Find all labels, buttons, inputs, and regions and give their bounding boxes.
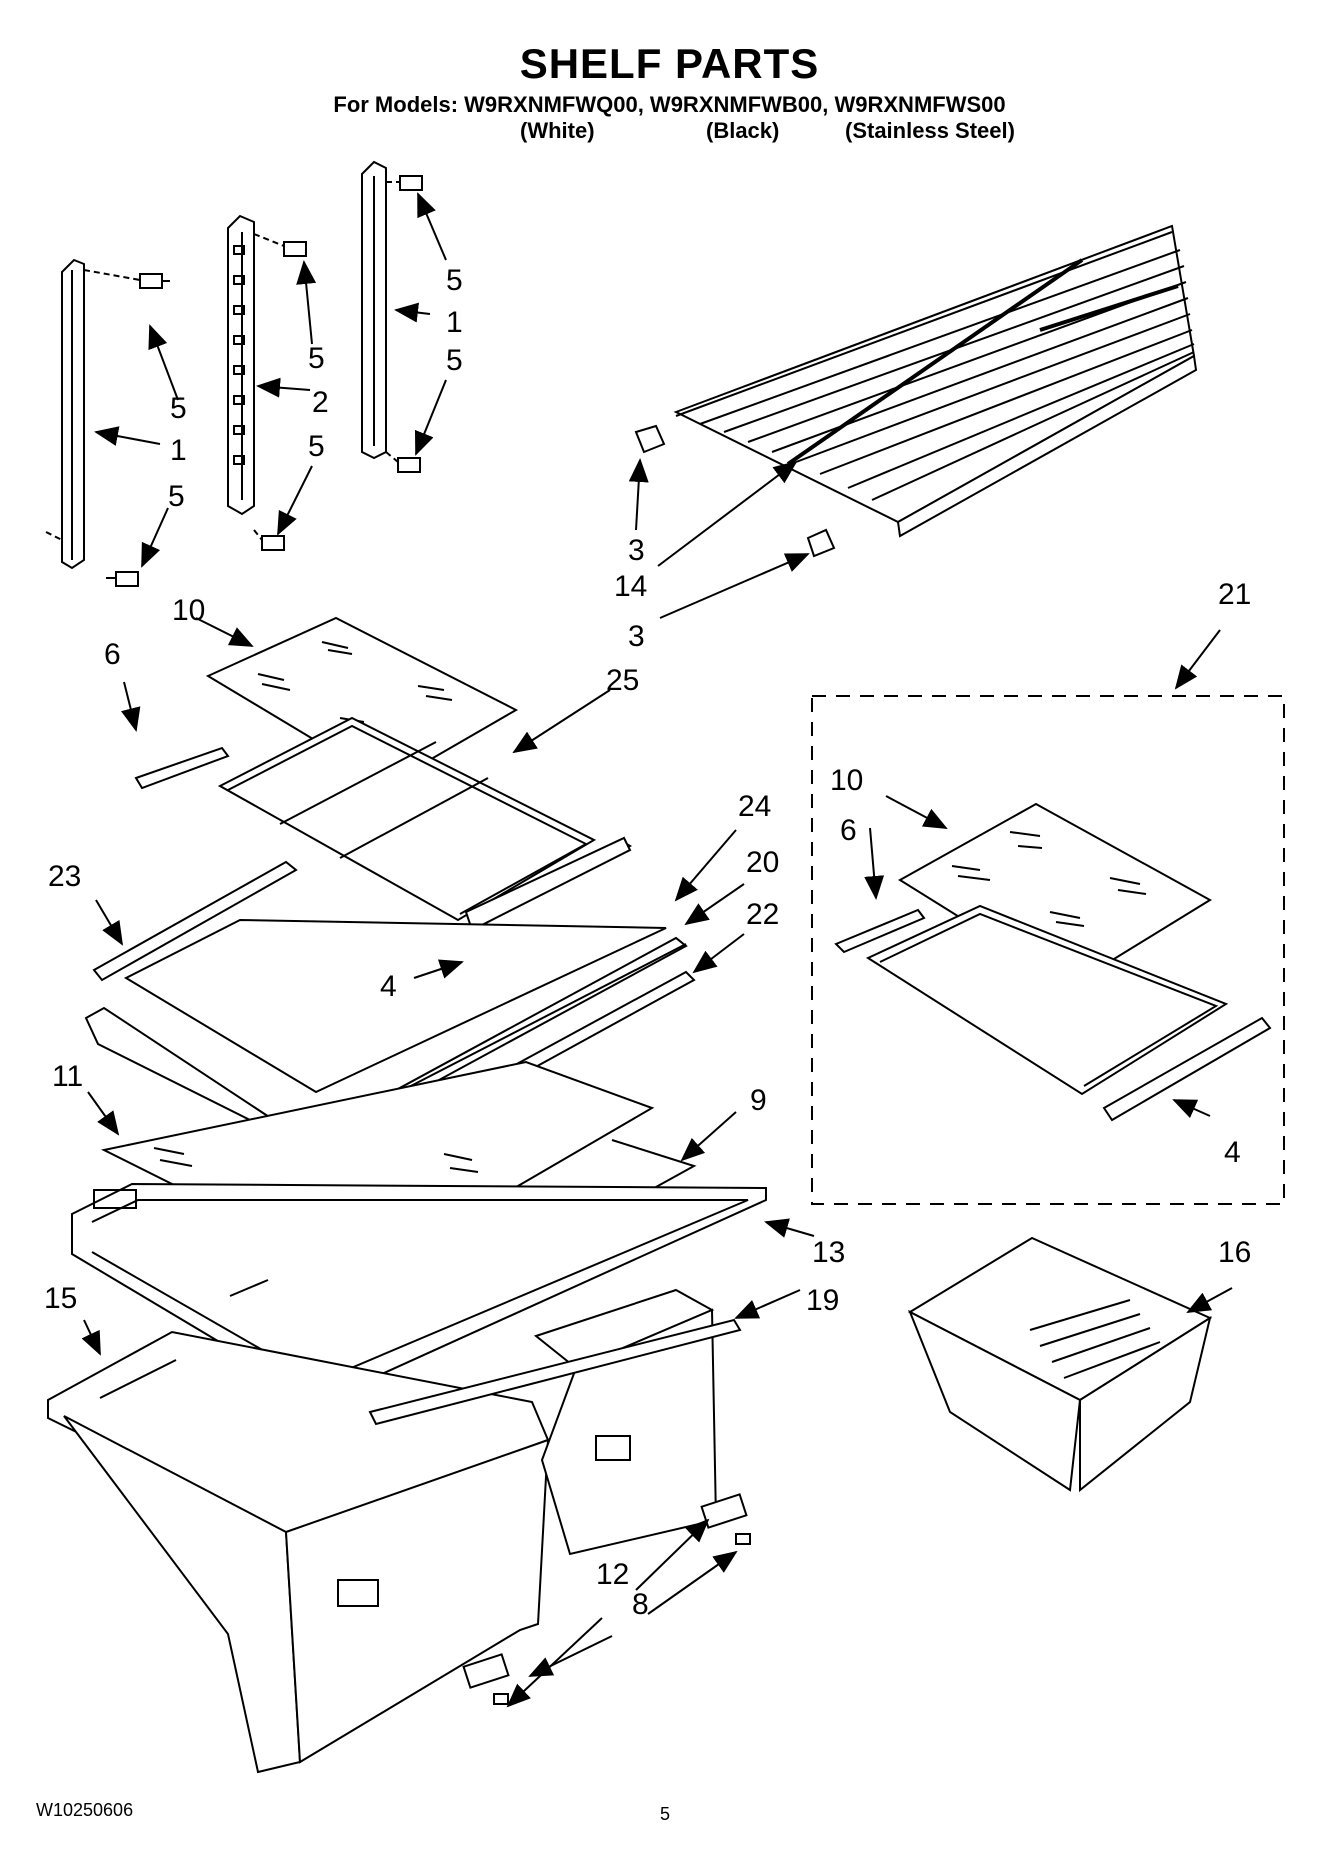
shelf-rail-right bbox=[361, 160, 387, 460]
callout-11: 11 bbox=[52, 1060, 83, 1093]
screw-5-bottom-left bbox=[106, 571, 139, 587]
page-title: SHELF PARTS bbox=[519, 40, 820, 87]
callout-3: 3 bbox=[628, 534, 645, 567]
shelf-cap-left bbox=[634, 424, 666, 454]
callout-13: 13 bbox=[812, 1236, 845, 1269]
wire-shelf bbox=[673, 224, 1198, 538]
callout-21: 21 bbox=[1218, 578, 1251, 611]
callout-14: 14 bbox=[614, 570, 647, 603]
callout-5: 5 bbox=[446, 344, 463, 377]
callout-2: 2 bbox=[312, 386, 329, 419]
glass-shelf-24 bbox=[123, 918, 667, 1094]
callout-10: 10 bbox=[172, 594, 205, 627]
bracket-4-right bbox=[1102, 1016, 1272, 1122]
callout-9: 9 bbox=[750, 1084, 767, 1117]
variant-stainless: (Stainless Steel) bbox=[845, 118, 1015, 143]
callout-22: 22 bbox=[746, 898, 779, 931]
callout-6: 6 bbox=[104, 638, 121, 671]
callout-4: 4 bbox=[380, 970, 397, 1003]
variant-white: (White) bbox=[520, 118, 595, 143]
callout-15: 15 bbox=[44, 1282, 77, 1315]
callout-6: 6 bbox=[840, 814, 857, 847]
models-line: For Models: W9RXNMFWQ00, W9RXNMFWB00, W9… bbox=[333, 92, 1006, 117]
callout-1: 1 bbox=[170, 434, 187, 467]
screw-5-top-right bbox=[386, 175, 423, 191]
callout-5: 5 bbox=[446, 264, 463, 297]
pan-drawer-16 bbox=[907, 1236, 1213, 1493]
clip-8-right bbox=[735, 1533, 751, 1545]
callout-10: 10 bbox=[830, 764, 863, 797]
shelf-frame-25 bbox=[217, 716, 597, 922]
callout-5: 5 bbox=[170, 392, 187, 425]
trim-6-left bbox=[134, 746, 230, 790]
callout-16: 16 bbox=[1218, 1236, 1251, 1269]
drawer-handle-trim bbox=[368, 1318, 742, 1426]
shelf-rail-center bbox=[227, 214, 255, 516]
callout-23: 23 bbox=[48, 860, 81, 893]
screw-5-bottom-right bbox=[385, 451, 421, 473]
document-number: W10250606 bbox=[36, 1800, 134, 1820]
crisper-drawer-15 bbox=[47, 1330, 550, 1774]
callout-12: 12 bbox=[596, 1558, 629, 1591]
callout-8: 8 bbox=[632, 1588, 649, 1621]
callout-24: 24 bbox=[738, 790, 771, 823]
callout-20: 20 bbox=[746, 846, 779, 879]
optional-parts-box bbox=[811, 695, 1285, 1205]
callout-3: 3 bbox=[628, 620, 645, 653]
callout-25: 25 bbox=[606, 664, 639, 697]
callout-5: 5 bbox=[308, 342, 325, 375]
callout-19: 19 bbox=[806, 1284, 839, 1317]
screw-5-top-center bbox=[253, 233, 307, 257]
screw-5-top-left bbox=[139, 273, 170, 289]
callout-labels: 5 1 5 5 2 5 5 1 5 3 14 3 6 10 25 24 20 2… bbox=[44, 264, 1251, 1621]
shelf-cap-right bbox=[806, 528, 836, 558]
callout-1: 1 bbox=[446, 306, 463, 339]
crisper-drawer-19 bbox=[533, 1288, 718, 1556]
callout-5: 5 bbox=[168, 480, 185, 513]
clip-12-left bbox=[462, 1653, 510, 1689]
shelf-frame-right bbox=[865, 904, 1229, 1096]
callout-5: 5 bbox=[308, 430, 325, 463]
clip-8-left bbox=[493, 1693, 509, 1705]
screw-5-bottom-center bbox=[253, 529, 285, 551]
clip-12-right bbox=[700, 1493, 748, 1529]
shelf-rail-left bbox=[45, 258, 141, 570]
callout-leaders bbox=[81, 192, 1233, 1708]
page-number: 5 bbox=[660, 1804, 671, 1824]
callout-4: 4 bbox=[1224, 1136, 1241, 1169]
trim-23 bbox=[92, 860, 298, 982]
variant-black: (Black) bbox=[706, 118, 780, 143]
trim-6-right bbox=[834, 908, 926, 954]
